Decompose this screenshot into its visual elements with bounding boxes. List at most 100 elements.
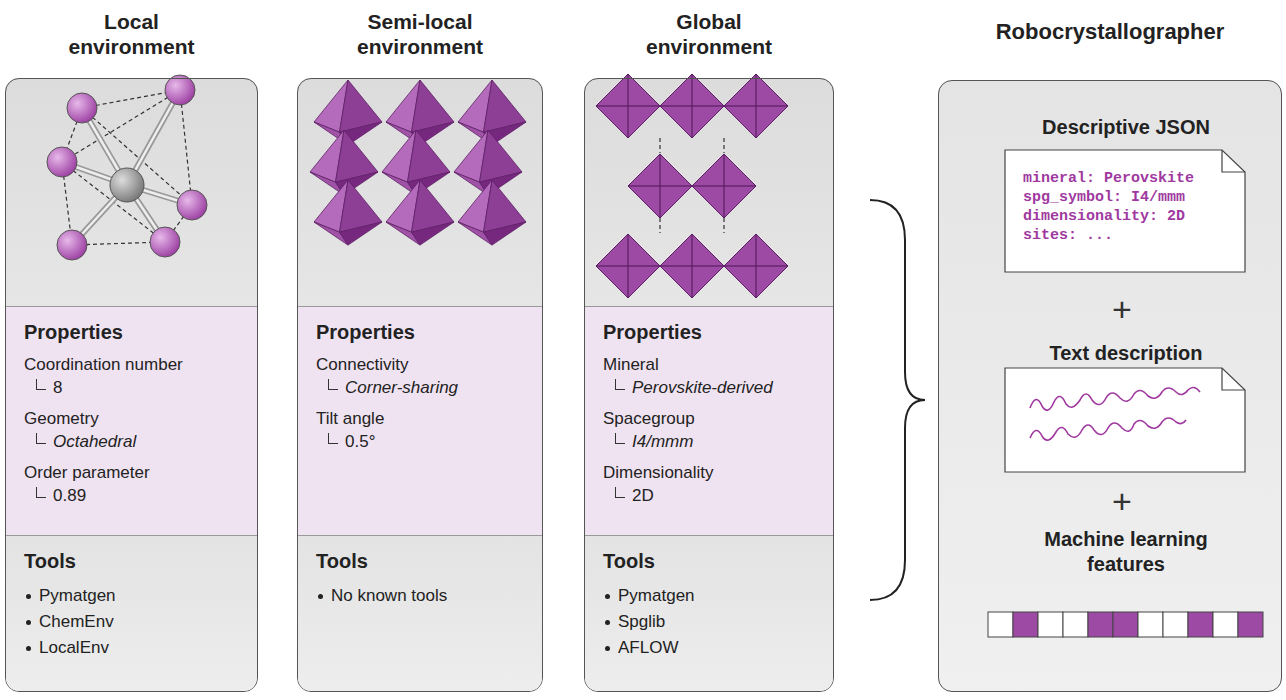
environment-panel: RobocrystallographerDescriptive JSONmine… xyxy=(938,80,1282,692)
feature-cell xyxy=(1138,612,1163,637)
output-heading: Text description xyxy=(1001,341,1251,365)
feature-cell xyxy=(1013,612,1038,637)
property-name: Dimensionality xyxy=(603,462,819,484)
text-document xyxy=(1005,368,1245,472)
feature-cell xyxy=(1238,612,1263,637)
section-heading: Properties xyxy=(24,321,243,344)
octahedron-edge xyxy=(756,234,757,298)
layered-structure xyxy=(596,74,788,298)
octahedron-edge xyxy=(724,154,725,218)
octahedron-face xyxy=(412,222,455,245)
output-heading-box: Text description xyxy=(1001,341,1251,365)
feature-cell xyxy=(1163,612,1188,637)
page-fold xyxy=(1222,368,1245,390)
page-fold xyxy=(1222,150,1245,172)
property-value-row: I4/mmm xyxy=(615,431,819,453)
tool-name: AFLOW xyxy=(618,635,678,661)
grouping-bracket xyxy=(870,200,925,600)
tools-section: Tools No known tools xyxy=(298,536,542,691)
octahedra-network xyxy=(310,80,526,245)
bullet-dot xyxy=(26,620,31,625)
section-heading: Tools xyxy=(24,550,243,573)
property-name: Mineral xyxy=(603,354,819,376)
tools-section: ToolsPymatgenSpglibAFLOW xyxy=(585,536,833,691)
panel-title-wrap: Local environment xyxy=(6,9,257,59)
bullet-dot xyxy=(318,594,323,599)
property-value: 0.5° xyxy=(345,431,375,453)
tool-name: Pymatgen xyxy=(618,583,695,609)
property-name: Spacegroup xyxy=(603,408,819,430)
octahedron-top-view xyxy=(660,74,724,138)
spacer xyxy=(1001,139,1251,169)
octahedron-edge xyxy=(628,74,629,138)
property-value: Corner-sharing xyxy=(345,377,458,399)
scribble-line xyxy=(1030,387,1200,410)
property-name: Connectivity xyxy=(316,354,528,376)
property-value-row: 8 xyxy=(36,377,243,399)
tool-name: Spglib xyxy=(618,609,665,635)
output-heading: Descriptive JSON xyxy=(1001,115,1251,139)
feature-cell xyxy=(1063,612,1088,637)
panel-title-wrap: Global environment xyxy=(585,9,833,59)
bullet-dot xyxy=(26,594,31,599)
property-value-row: Corner-sharing xyxy=(328,377,528,399)
environment-panel: Semi-local environmentPropertiesConnecti… xyxy=(297,78,543,692)
octahedron-edge xyxy=(692,74,693,138)
feature-vector xyxy=(988,612,1263,637)
property-name: Geometry xyxy=(24,408,243,430)
property-value-row: 0.5° xyxy=(328,431,528,453)
scribble-line xyxy=(1030,418,1186,440)
panel-title: Robocrystallographer xyxy=(996,19,1225,44)
tool-item: AFLOW xyxy=(603,635,819,661)
property-value: 8 xyxy=(53,377,62,399)
property-name: Tilt angle xyxy=(316,408,528,430)
property-value-row: 2D xyxy=(615,485,819,507)
feature-cell xyxy=(988,612,1013,637)
panel-title: Semi-local environment xyxy=(345,9,495,59)
tool-item: Spglib xyxy=(603,609,819,635)
output-document: Descriptive JSONmineral: Perovskitespg_s… xyxy=(1001,115,1251,245)
octahedron-top-view xyxy=(628,154,692,218)
tool-name: No known tools xyxy=(331,583,447,609)
tool-name: ChemEnv xyxy=(39,609,114,635)
property-value: 2D xyxy=(632,485,654,507)
feature-cell xyxy=(1088,612,1113,637)
tools-section: ToolsPymatgenChemEnvLocalEnv xyxy=(6,536,257,691)
tool-name: Pymatgen xyxy=(39,583,116,609)
panel-ground xyxy=(584,78,834,692)
properties-section: PropertiesMineralPerovskite-derivedSpace… xyxy=(585,306,833,536)
tool-item: No known tools xyxy=(316,583,528,609)
section-heading: Tools xyxy=(316,550,528,573)
bullet-dot xyxy=(26,646,31,651)
octahedron-top-view xyxy=(692,154,756,218)
panel-ground xyxy=(938,80,1282,692)
property-value-row: Perovskite-derived xyxy=(615,377,819,399)
octahedron-top-view xyxy=(596,74,660,138)
property-value: Perovskite-derived xyxy=(632,377,773,399)
coordination-cluster xyxy=(47,75,207,260)
octahedron-face xyxy=(340,222,383,245)
tree-elbow xyxy=(615,487,625,498)
octahedron-top-view xyxy=(724,74,788,138)
feature-cell xyxy=(1188,612,1213,637)
tree-elbow xyxy=(36,433,46,444)
octahedron-edge xyxy=(628,234,629,298)
property-value-row: Octahedral xyxy=(36,431,243,453)
tree-elbow xyxy=(36,379,46,390)
octahedron-face xyxy=(484,222,527,245)
output-heading-box: Machine learning features xyxy=(1001,527,1251,577)
octahedron-top-view xyxy=(724,234,788,298)
plus-sign: + xyxy=(1102,290,1142,329)
plus-sign: + xyxy=(1102,482,1142,521)
tree-elbow xyxy=(328,379,338,390)
property-name: Coordination number xyxy=(24,354,243,376)
tool-item: Pymatgen xyxy=(24,583,243,609)
json-line: dimensionality: 2D xyxy=(1001,207,1251,226)
section-heading: Tools xyxy=(603,550,819,573)
section-heading: Properties xyxy=(316,321,528,344)
properties-section: PropertiesConnectivityCorner-sharingTilt… xyxy=(298,306,542,536)
bullet-dot xyxy=(605,620,610,625)
bullet-dot xyxy=(605,594,610,599)
tool-item: Pymatgen xyxy=(603,583,819,609)
section-heading: Properties xyxy=(603,321,819,344)
